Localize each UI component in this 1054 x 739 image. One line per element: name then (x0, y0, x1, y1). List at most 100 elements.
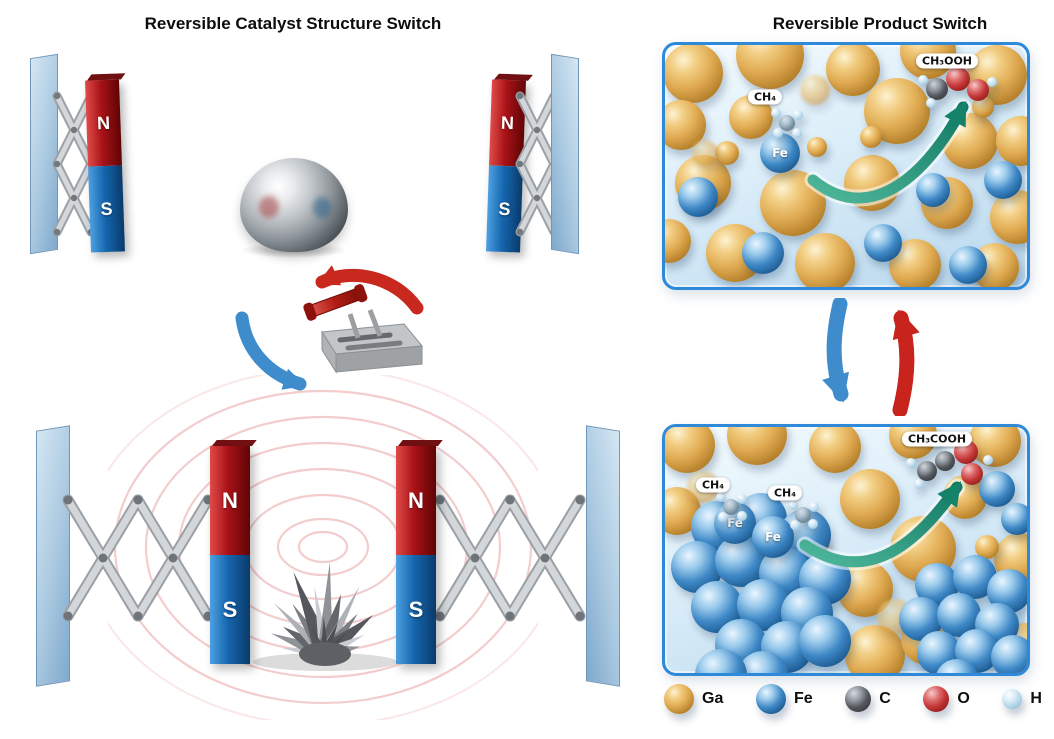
fe-legend-label: Fe (793, 690, 813, 707)
sample-holder-device (303, 284, 423, 374)
north-label: N (222, 487, 238, 513)
ga-sphere (840, 469, 900, 529)
fe-sphere (864, 224, 902, 262)
h-atom (906, 458, 916, 468)
switch-up-arrow (892, 309, 920, 416)
h-atom (718, 512, 728, 522)
ga-sphere (665, 45, 723, 103)
molecule-label: CH₄ (695, 477, 731, 493)
h-atom (918, 75, 928, 85)
legend: Ga Fe C O H (664, 684, 1042, 714)
bottom-left-magnet: N S (210, 446, 250, 664)
fe-site-label: Fe (772, 146, 788, 160)
c-atom (917, 461, 937, 481)
fe-cluster-sphere (935, 659, 979, 673)
legend-item-o: O (923, 686, 970, 712)
h-atom (808, 519, 818, 529)
h-atom (792, 128, 802, 138)
top-right-scissor-lift (515, 91, 559, 237)
fe-legend-sphere (755, 684, 786, 714)
catalyst-switch-title: Reversible Catalyst Structure Switch (144, 14, 442, 33)
fe-site-label: Fe (765, 530, 781, 544)
magnet-south-pole: S (396, 555, 436, 664)
molecule-label: CH₃COOH (901, 431, 973, 447)
o-atom (967, 79, 989, 101)
c-atom (926, 78, 948, 100)
magnet-north-pole: N (210, 446, 250, 555)
o-legend-label: O (957, 690, 970, 707)
solid-crystal-catalyst (253, 562, 397, 671)
o-atom (961, 463, 983, 485)
fe-sphere (949, 246, 987, 284)
ga-legend-sphere (664, 684, 694, 714)
c2-atom (723, 499, 739, 515)
bottom-right-scissor-lift (434, 494, 586, 622)
ga-sphere (972, 96, 994, 118)
legend-item-h: H (1002, 689, 1042, 709)
fe-cluster-sphere (799, 615, 851, 667)
fe-sphere (678, 177, 718, 217)
south-label: S (100, 198, 113, 219)
reaction-arrow-bottom (796, 478, 966, 571)
h-atom (773, 128, 783, 138)
bottom-right-magnet: N S (396, 446, 436, 664)
north-label: N (96, 112, 111, 133)
state-switch-arrows (822, 298, 920, 416)
ga-legend-label: Ga (702, 690, 724, 707)
h-atom (983, 455, 993, 465)
h-atom (793, 110, 803, 120)
h-legend-sphere (1002, 689, 1023, 709)
ga-sphere (795, 233, 855, 287)
c2-atom (779, 115, 795, 131)
ga-sphere (860, 126, 882, 148)
h-atom (914, 479, 924, 489)
switch-down-arrow (822, 298, 849, 403)
fe-site-sphere (752, 516, 794, 558)
liquid-metal-droplet (240, 158, 348, 252)
ga-sphere (826, 45, 880, 96)
fe-sphere (984, 161, 1022, 199)
fe-sphere (1001, 503, 1027, 535)
magnet-south-pole: S (88, 165, 125, 253)
top-right-wall (551, 53, 579, 255)
fe-sphere (742, 232, 784, 274)
h-atom (987, 77, 997, 87)
fe-site-sphere (760, 133, 800, 173)
droplet-reflection-blue (313, 197, 331, 219)
h-atom (771, 108, 781, 118)
bottom-left-scissor-lift (62, 494, 214, 622)
h-atom (737, 494, 747, 504)
h-legend-label: H (1030, 690, 1042, 707)
c-legend-sphere (845, 686, 872, 712)
product-switch-title: Reversible Product Switch (772, 14, 988, 33)
c2-atom (795, 507, 811, 523)
north-label: N (408, 487, 424, 513)
ga-sphere (800, 75, 830, 105)
fe-sphere (916, 173, 950, 207)
droplet-reflection-red (259, 195, 279, 219)
ga-sphere (807, 137, 827, 157)
fe-cluster-sphere (991, 635, 1027, 673)
magnet-north-pole: N (85, 79, 122, 167)
o-legend-sphere (923, 686, 950, 712)
o-atom (946, 67, 970, 91)
red-handle (303, 284, 368, 321)
legend-item-fe: Fe (755, 684, 813, 714)
c-legend-label: C (879, 690, 891, 707)
red-cycle-arrow (315, 265, 424, 315)
south-label: S (408, 596, 424, 622)
ga-sphere (715, 141, 739, 165)
fe-cluster-sphere (737, 651, 789, 673)
ga-sphere (692, 140, 718, 166)
ga-sphere (990, 190, 1027, 244)
magnet-north-pole: N (396, 446, 436, 555)
molecule-label: CH₄ (747, 89, 783, 105)
bottom-right-wall (586, 425, 620, 687)
molecule-label: CH₄ (767, 485, 803, 501)
reaction-arrow-top (804, 98, 972, 207)
c-atom (935, 451, 955, 471)
h-atom (716, 492, 726, 502)
structure-switch-cycle (235, 265, 424, 391)
